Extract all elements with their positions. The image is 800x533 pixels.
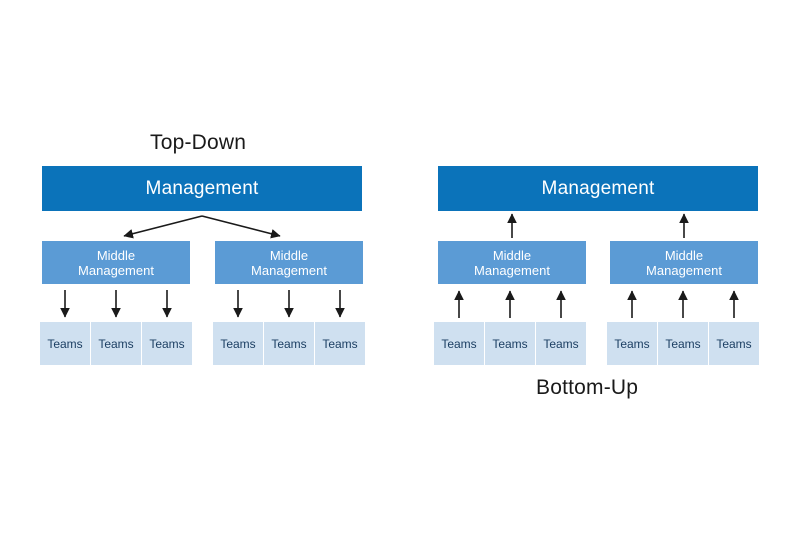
right-team-box-2-1: Teams (607, 322, 657, 365)
right-team-box-1-3: Teams (536, 322, 586, 365)
right-middle-management-box-1: Middle Management (438, 241, 586, 284)
right-middle-2-line2: Management (646, 262, 722, 278)
left-middle-management-box-2: Middle Management (215, 241, 363, 284)
left-team-box-1-2: Teams (91, 322, 141, 365)
right-middle-1-line1: Middle (492, 247, 532, 263)
left-team-box-2-2: Teams (264, 322, 314, 365)
left-middle-1-line2: Management (78, 262, 154, 278)
right-middle-management-box-2: Middle Management (610, 241, 758, 284)
right-teams-to-middle-arrows (454, 290, 739, 318)
right-team-box-1-1: Teams (434, 322, 484, 365)
left-team-box-1-1: Teams (40, 322, 90, 365)
left-middle-1-line1: Middle (96, 247, 136, 263)
left-management-box: Management (42, 166, 362, 211)
right-management-box: Management (438, 166, 758, 211)
left-team-box-2-3: Teams (315, 322, 365, 365)
right-middle-to-management-arrows (507, 213, 689, 238)
right-team-box-2-2: Teams (658, 322, 708, 365)
left-top-down-arrows (123, 215, 281, 239)
left-team-box-1-3: Teams (142, 322, 192, 365)
right-middle-2-line1: Middle (664, 247, 704, 263)
right-team-box-2-3: Teams (709, 322, 759, 365)
left-middle-management-box-1: Middle Management (42, 241, 190, 284)
left-team-box-2-1: Teams (213, 322, 263, 365)
right-middle-1-line2: Management (474, 262, 550, 278)
left-middle-2-line2: Management (251, 262, 327, 278)
top-down-title: Top-Down (150, 131, 247, 154)
right-team-box-1-2: Teams (485, 322, 535, 365)
bottom-up-title: Bottom-Up (536, 376, 639, 399)
left-middle-2-line1: Middle (269, 247, 309, 263)
left-middle-to-teams-arrows (60, 290, 345, 318)
